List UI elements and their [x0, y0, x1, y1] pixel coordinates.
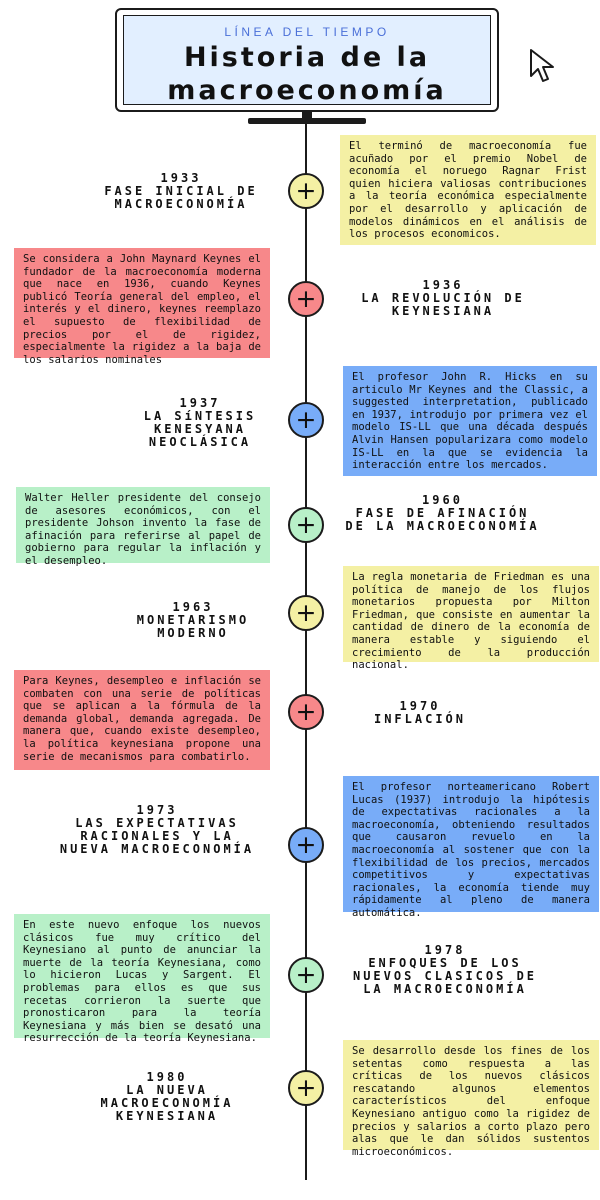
event-label-1936: 1936 LA REVOLUCIÓN DE KEYNESIANA: [352, 279, 534, 318]
node-plus-icon-1978[interactable]: +: [288, 957, 324, 993]
event-label-1960: 1960 FASE DE AFINACIÓN DE LA MACROECONOM…: [345, 494, 540, 533]
event-label-1978: 1978 ENFOQUES DE LOS NUEVOS CLASICOS DE …: [345, 944, 545, 996]
event-year: 1980: [146, 1070, 188, 1084]
event-year: 1936: [422, 278, 464, 292]
title-line-2: macroeconomía: [167, 75, 447, 106]
monitor-stand-neck: [302, 112, 312, 118]
event-year: 1960: [422, 493, 463, 507]
event-name: INFLACIÓN: [373, 712, 467, 726]
event-name: MONETARISMO MODERNO: [136, 613, 250, 640]
timeline-axis: [305, 124, 307, 1180]
node-plus-icon-1960[interactable]: +: [288, 507, 324, 543]
node-plus-icon-1980[interactable]: +: [288, 1070, 324, 1106]
event-year: 1973: [136, 803, 178, 817]
monitor-frame: LÍNEA DEL TIEMPO Historia de la macroeco…: [115, 8, 499, 112]
event-year: 1970: [399, 699, 441, 713]
header-kicker: LÍNEA DEL TIEMPO: [224, 25, 390, 39]
event-name: ENFOQUES DE LOS NUEVOS CLASICOS DE LA MA…: [352, 956, 538, 996]
event-name: LA NUEVA MACROECONOMÍA KEYNESIANA: [100, 1083, 234, 1123]
event-name: LA SíNTESIS KENESYANA NEOCLÁSICA: [143, 409, 257, 449]
event-year: 1978: [424, 943, 466, 957]
node-plus-icon-1970[interactable]: +: [288, 694, 324, 730]
event-year: 1963: [172, 600, 214, 614]
event-label-1970: 1970 INFLACIÓN: [345, 700, 495, 726]
event-description-1960: Walter Heller presidente del consejo de …: [16, 487, 270, 567]
event-year: 1933: [160, 171, 202, 185]
cursor-icon: [530, 49, 554, 82]
node-plus-icon-1973[interactable]: +: [288, 827, 324, 863]
node-plus-icon-1963[interactable]: +: [288, 595, 324, 631]
event-name: LA REVOLUCIÓN DE KEYNESIANA: [361, 291, 525, 318]
event-description-1933: El terminó de macroeconomía fue acuñado …: [340, 135, 596, 245]
event-label-1937: 1937 LA SíNTESIS KENESYANA NEOCLÁSICA: [120, 397, 280, 449]
event-label-1980: 1980 LA NUEVA MACROECONOMÍA KEYNESIANA: [72, 1071, 262, 1123]
event-label-1963: 1963 MONETARISMO MODERNO: [108, 601, 278, 640]
node-plus-icon-1936[interactable]: +: [288, 281, 324, 317]
event-description-1973: El profesor norteamericano Robert Lucas …: [343, 776, 599, 919]
event-description-1978: En este nuevo enfoque los nuevos clásico…: [14, 914, 270, 1044]
monitor-screen: LÍNEA DEL TIEMPO Historia de la macroeco…: [123, 15, 491, 107]
event-description-1936: Se considera a John Maynard Keynes el fu…: [14, 248, 270, 366]
node-plus-icon-1937[interactable]: +: [288, 402, 324, 438]
monitor-stand-base: [248, 118, 366, 124]
event-name: FASE DE AFINACIÓN DE LA MACROECONOMÍA: [345, 506, 540, 533]
event-label-1973: 1973 LAS EXPECTATIVAS RACIONALES Y LA NU…: [52, 804, 262, 856]
event-name: FASE INICIAL DE MACROECONOMÍA: [104, 184, 258, 211]
event-description-1980: Se desarrollo desde los fines de los set…: [343, 1040, 599, 1158]
event-description-1963: La regla monetaria de Friedman es una po…: [343, 566, 599, 671]
event-description-1970: Para Keynes, desempleo e inflación se co…: [14, 670, 270, 770]
event-year: 1937: [179, 396, 221, 410]
title-line-1: Historia de la: [183, 42, 431, 73]
node-plus-icon-1933[interactable]: +: [288, 173, 324, 209]
event-label-1933: 1933 FASE INICIAL DE MACROECONOMÍA: [90, 172, 272, 211]
event-name: LAS EXPECTATIVAS RACIONALES Y LA NUEVA M…: [59, 816, 255, 856]
page-title: Historia de la macroeconomía: [124, 41, 490, 107]
event-description-1937: El profesor John R. Hicks en su articulo…: [343, 366, 597, 476]
